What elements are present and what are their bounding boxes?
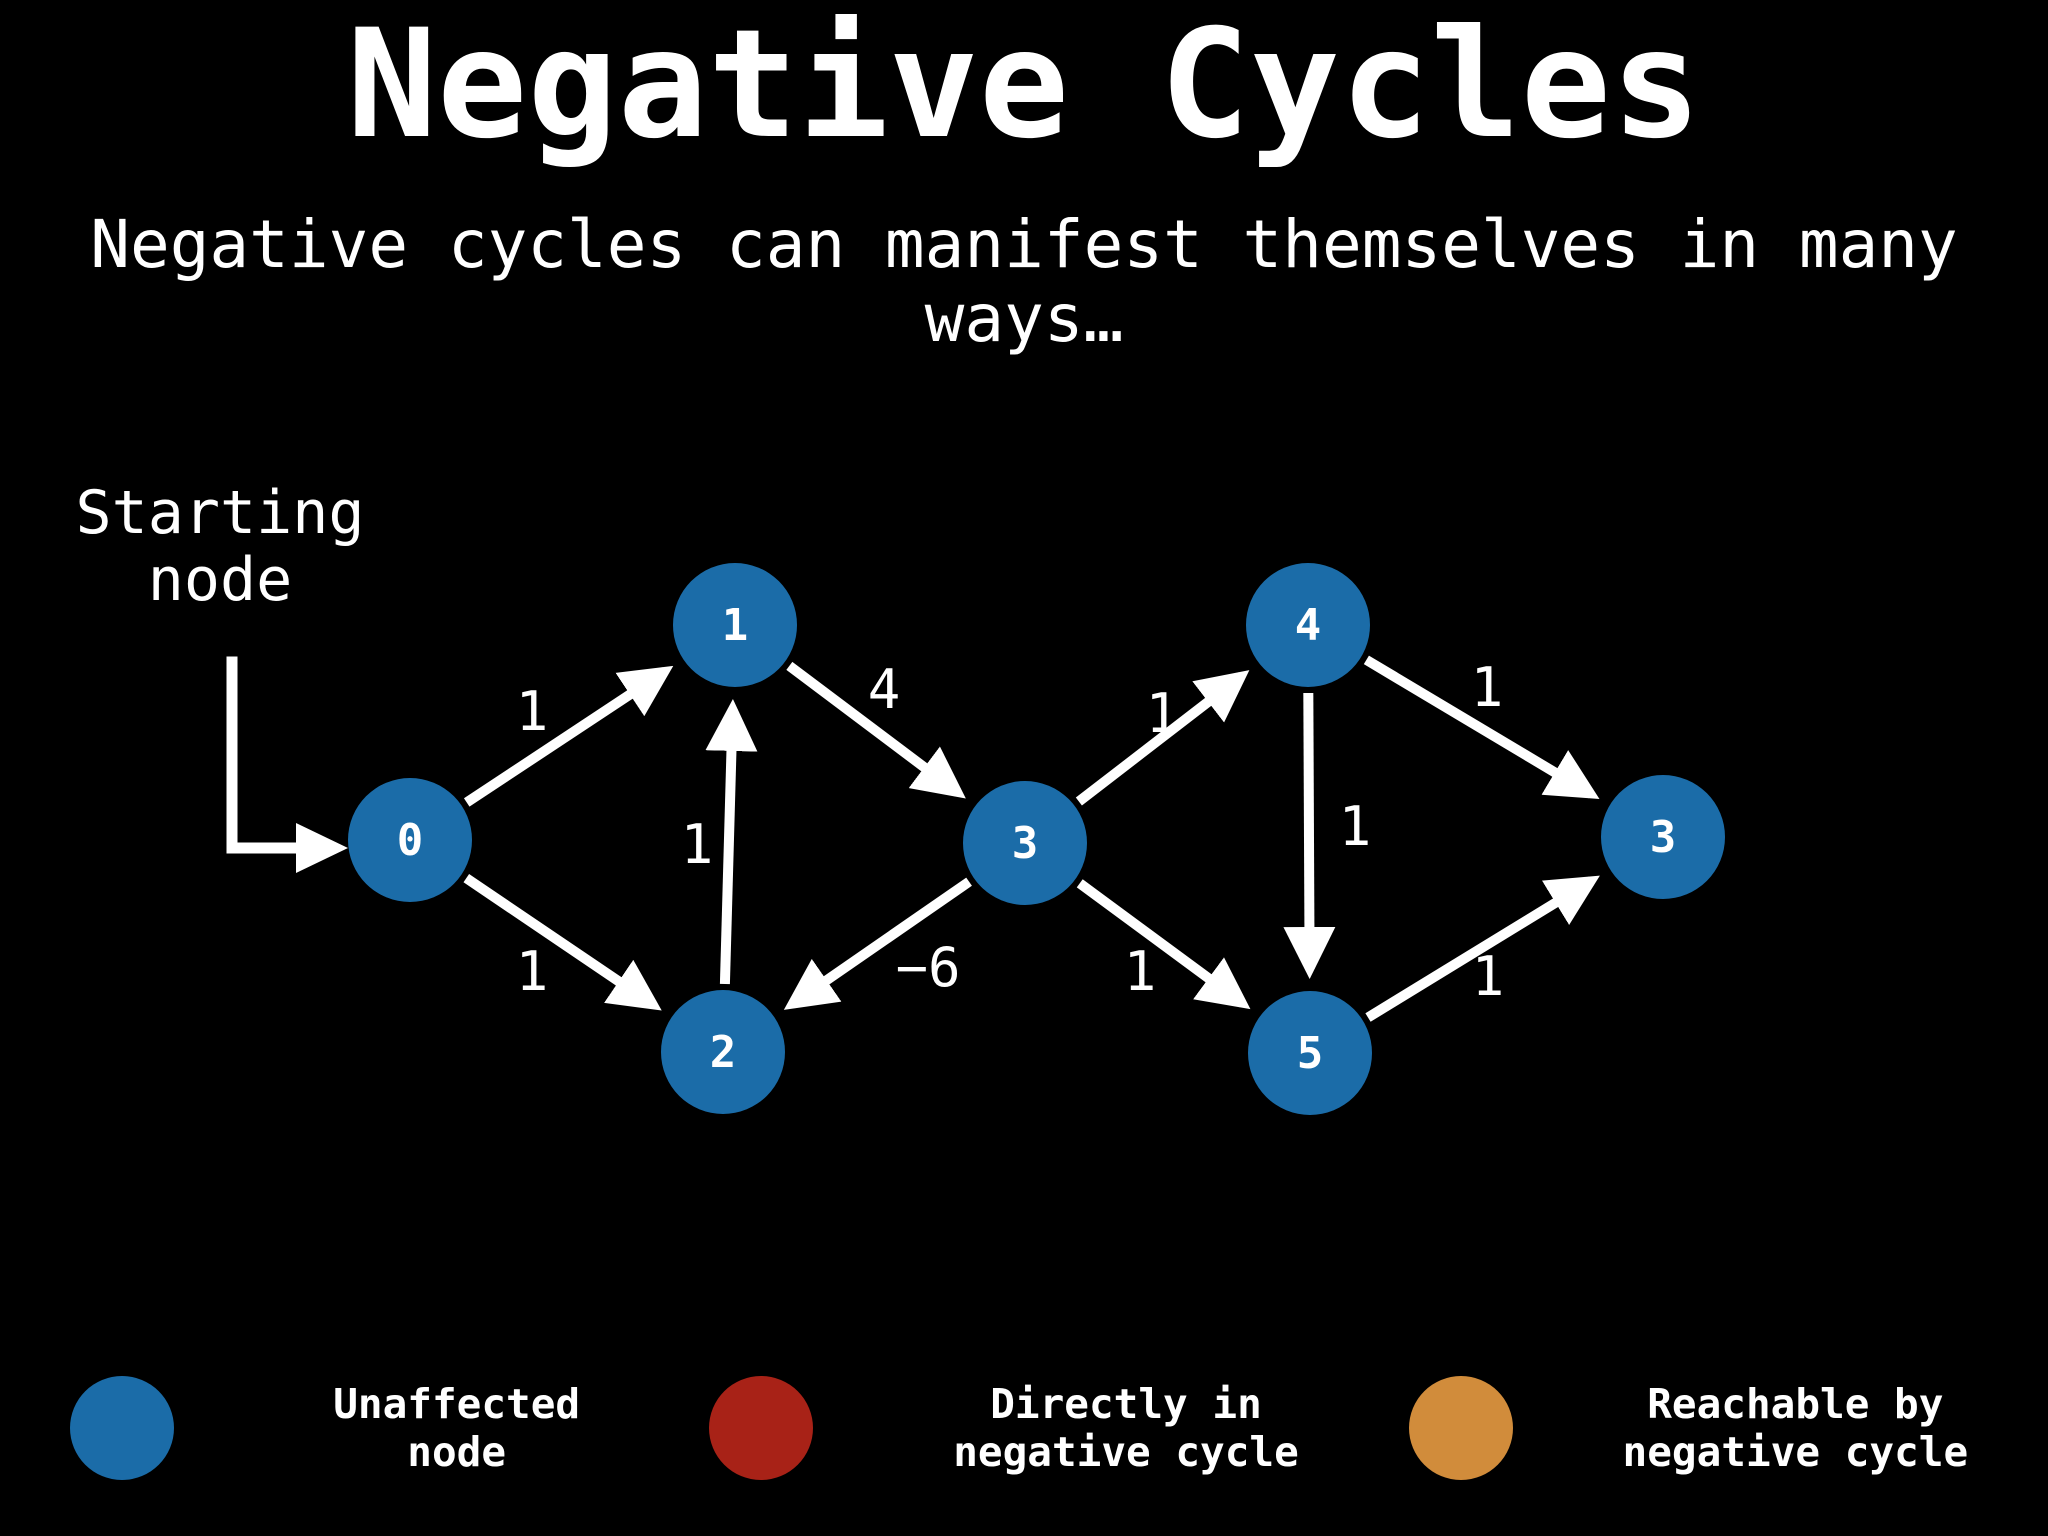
starting-node-label-line1: Starting bbox=[75, 478, 365, 548]
edge-weight-label: 1 bbox=[680, 813, 714, 876]
graph-node-label: 4 bbox=[1294, 599, 1322, 651]
starting-node-annotation: Starting node bbox=[40, 478, 400, 616]
graph-node[interactable]: 1 bbox=[673, 563, 797, 687]
legend-item-label-line2: node bbox=[407, 1428, 507, 1476]
legend-color-swatch bbox=[1408, 1376, 1513, 1480]
graph-node[interactable]: 3 bbox=[1601, 775, 1725, 899]
edge-weight-label: 1 bbox=[1471, 945, 1505, 1008]
edge-weight-label: 1 bbox=[1123, 940, 1157, 1003]
legend-item-label-line1: Directly in bbox=[990, 1379, 1262, 1428]
graph-edge bbox=[1283, 692, 1336, 980]
graph-edge bbox=[463, 873, 662, 1011]
graph-edge bbox=[463, 665, 674, 807]
starting-node-label-line2: node bbox=[147, 545, 293, 616]
graph-edge bbox=[1076, 879, 1251, 1010]
graph-node-label: 3 bbox=[1011, 817, 1039, 869]
edge-weight-label: 1 bbox=[515, 940, 549, 1003]
graph-node[interactable]: 3 bbox=[963, 781, 1087, 905]
graph-node[interactable]: 5 bbox=[1248, 991, 1372, 1115]
legend-item-label-line2: negative cycle bbox=[1622, 1428, 1969, 1476]
page-subtitle: Negative cycles can manifest themselves … bbox=[90, 206, 1958, 357]
graph-node-label: 2 bbox=[709, 1026, 737, 1078]
graph-node-label: 3 bbox=[1649, 811, 1677, 863]
legend-color-swatch bbox=[70, 1376, 174, 1480]
graph-node[interactable]: 2 bbox=[661, 990, 785, 1114]
edge-weight-label: 1 bbox=[515, 680, 549, 743]
graph-node-label: 1 bbox=[721, 599, 749, 651]
legend-item-label-line2: negative cycle bbox=[953, 1428, 1299, 1476]
edge-weight-label: −6 bbox=[895, 936, 961, 999]
graph-node[interactable]: 4 bbox=[1246, 563, 1370, 687]
legend-item-label-line1: Unaffected bbox=[333, 1379, 581, 1428]
graph-edge bbox=[705, 698, 758, 985]
graph-node-label: 5 bbox=[1296, 1027, 1324, 1079]
edge-weight-label: 4 bbox=[867, 658, 901, 721]
starting-node-pointer-arrow bbox=[226, 656, 348, 873]
legend-color-swatch bbox=[709, 1376, 814, 1480]
edge-weight-label: 1 bbox=[1338, 795, 1372, 858]
graph-node[interactable]: 0 bbox=[348, 778, 472, 902]
graph-node-label: 0 bbox=[396, 814, 424, 866]
legend-item-label-line1: Reachable by bbox=[1647, 1379, 1944, 1428]
edge-weight-label: 1 bbox=[1470, 656, 1504, 719]
page-title: Negative Cycles bbox=[346, 0, 1702, 172]
edge-weight-label: 1 bbox=[1145, 682, 1179, 745]
